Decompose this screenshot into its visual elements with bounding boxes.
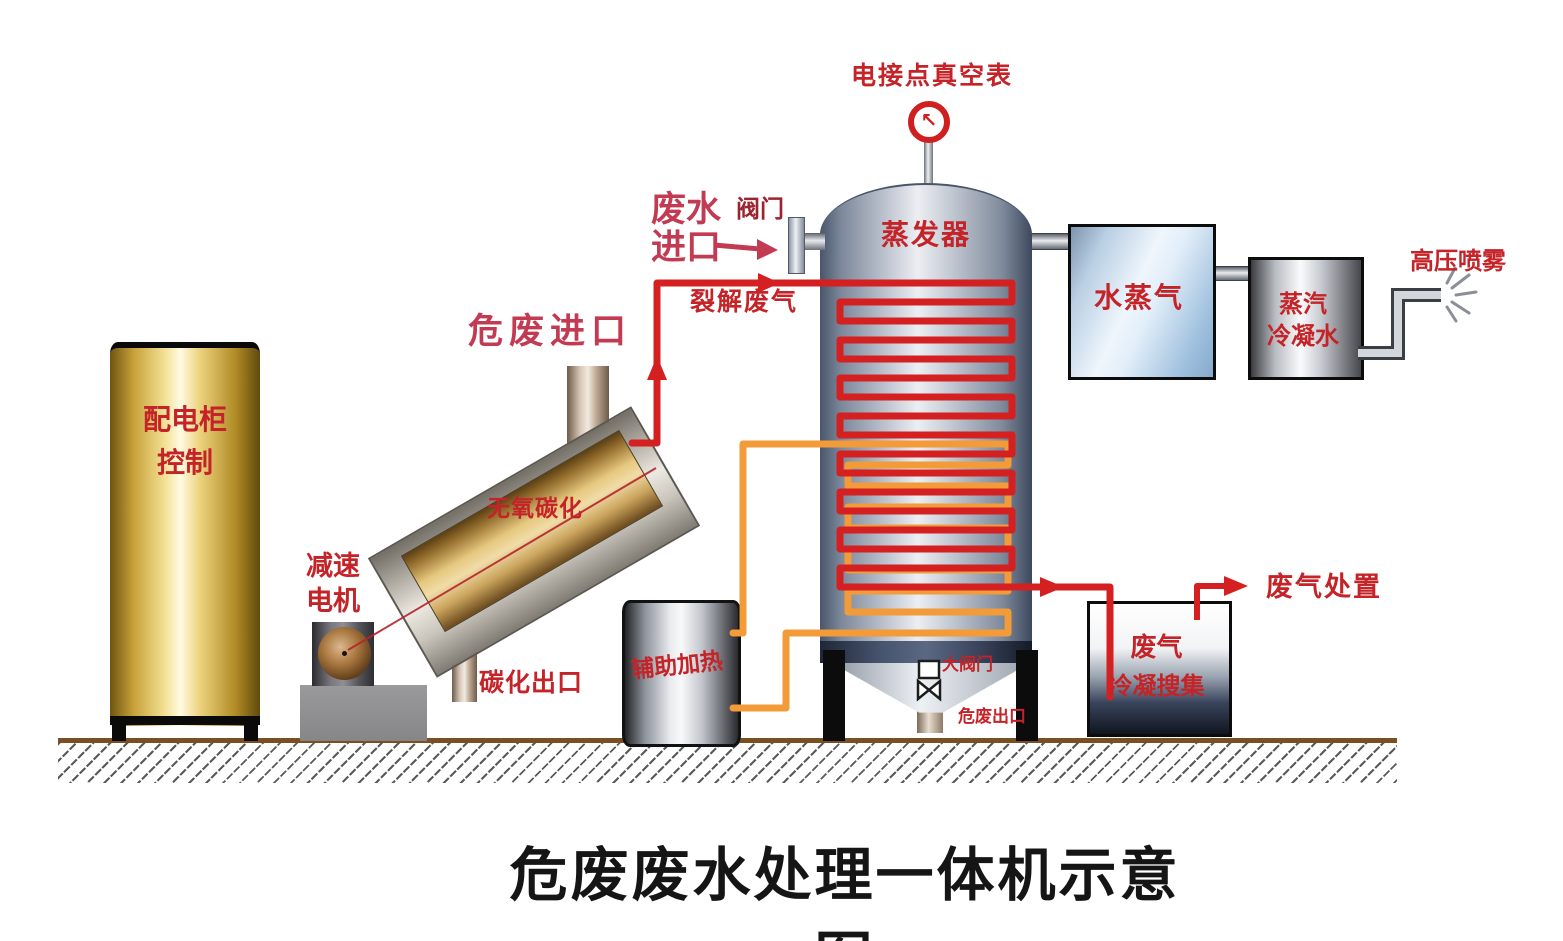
motor-pedestal — [300, 685, 427, 741]
cabinet-leg-right — [244, 716, 258, 741]
power-cabinet — [110, 342, 260, 726]
steam-condensate-line1: 蒸汽 — [1279, 291, 1327, 318]
gas-collection-label: 废气 冷凝搜集 — [1087, 628, 1226, 706]
cabinet-base-bar — [110, 716, 260, 725]
spray-icon — [1445, 266, 1478, 323]
gauge-stem — [924, 140, 933, 188]
inlet-valve-stub — [803, 233, 825, 250]
vacuum-gauge-icon: ↖ — [908, 101, 950, 143]
anaerobic-carbonization-label: 无氧碳化 — [487, 495, 583, 521]
gear-motor-label-line1: 减速 — [306, 551, 360, 581]
evaporator-tank — [820, 183, 1032, 647]
spray-pipe-outline — [1358, 288, 1441, 360]
spray-pipe — [1358, 291, 1441, 357]
gear-motor-shaft-dot — [342, 651, 347, 656]
steam-condensate-line2: 冷凝水 — [1267, 323, 1339, 350]
gear-motor-label: 减速 电机 — [306, 549, 360, 619]
gas-disposal-label: 废气处置 — [1266, 572, 1382, 602]
gas-collection-line1: 废气 — [1130, 632, 1183, 662]
tank-leg-left — [823, 650, 845, 741]
wastewater-inlet-line1: 废水 — [651, 190, 722, 229]
diagram-title: 危废废水处理一体机示意图 — [509, 843, 1181, 941]
ground-hatch — [58, 743, 1397, 783]
hazwaste-inlet-label: 危废进口 — [468, 312, 633, 351]
wastewater-inlet-line2: 进口 — [651, 228, 722, 267]
tank-bottom-band — [820, 641, 1032, 663]
water-vapor-label: 水蒸气 — [1093, 282, 1184, 313]
gauge-needle-icon: ↖ — [920, 110, 938, 132]
cabinet-label: 配电柜 控制 — [110, 398, 260, 484]
big-valve-label: 大阀门 — [942, 655, 993, 674]
gas-collection-line2: 冷凝搜集 — [1108, 673, 1205, 700]
steam-condensate-box — [1248, 257, 1364, 380]
hp-spray-label: 高压喷雾 — [1410, 248, 1506, 275]
gauge-label: 电接点真空表 — [851, 62, 1014, 90]
valve-label: 阀门 — [736, 196, 784, 223]
arrow-disposal-icon — [1224, 576, 1248, 596]
cabinet-label-line1: 配电柜 — [142, 404, 227, 435]
hazwaste-outlet-label: 危废出口 — [958, 707, 1026, 726]
carbonization-outlet-label: 碳化出口 — [479, 669, 584, 697]
gear-motor-label-line2: 电机 — [306, 586, 360, 616]
arrow-exit-icon — [1040, 577, 1064, 597]
inlet-arrow-icon — [757, 239, 778, 260]
inlet-valve-flange — [788, 217, 805, 274]
arrow-up-icon — [647, 356, 667, 380]
cabinet-leg-left — [112, 716, 126, 741]
steam-condensate-label: 蒸汽 冷凝水 — [1248, 289, 1358, 353]
evaporator-label: 蒸发器 — [881, 219, 972, 250]
cabinet-label-line2: 控制 — [156, 447, 213, 478]
wastewater-inlet-label: 废水 进口 — [651, 191, 721, 267]
pyrolysis-gas-label: 裂解废气 — [690, 288, 799, 316]
tank-to-vapor-pipe — [1030, 233, 1072, 250]
tank-leg-right — [1016, 650, 1038, 741]
